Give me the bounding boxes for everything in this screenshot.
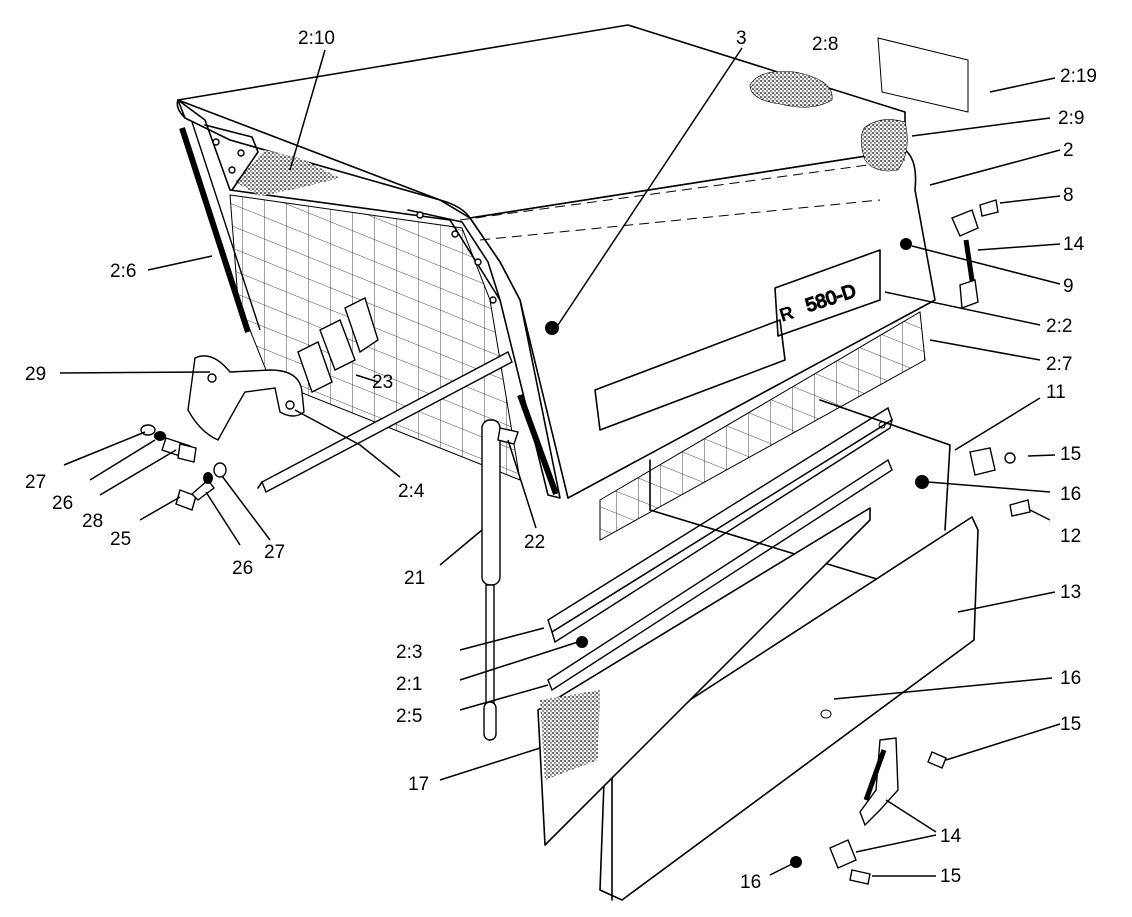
label-16-lower: 16 [1060, 668, 1081, 689]
label-23: 23 [372, 372, 393, 393]
label-11: 11 [1046, 382, 1066, 403]
label-16-bottom: 16 [740, 872, 761, 893]
insulation-pad [537, 507, 871, 846]
label-2-9: 2:9 [1058, 108, 1084, 129]
callout-labels: 2:10 3 2:8 2:19 2:9 2 8 14 9 2:6 2:2 2:7… [25, 28, 1097, 893]
hood-cover: R 580-D [176, 24, 969, 541]
label-28: 28 [82, 511, 103, 532]
label-16-right: 16 [1060, 484, 1081, 505]
hinge-bracket [187, 355, 305, 441]
label-9: 9 [1063, 276, 1074, 297]
label-15-lower: 15 [1060, 714, 1081, 735]
label-2-3: 2:3 [396, 642, 422, 663]
label-15-right: 15 [1060, 444, 1081, 465]
label-22: 22 [524, 532, 545, 553]
label-14-upper: 14 [1063, 234, 1085, 255]
hood-bracket [297, 297, 379, 393]
label-2-8: 2:8 [812, 34, 838, 55]
label-15-bottom: 15 [940, 866, 961, 887]
emblem-prefix: R [777, 302, 797, 326]
fastener-cluster-left [140, 424, 227, 511]
label-2-19: 2:19 [1060, 66, 1097, 87]
label-13: 13 [1060, 582, 1081, 603]
label-2-6: 2:6 [110, 261, 136, 282]
leader-lines [59, 47, 1061, 877]
label-14-lower: 14 [940, 826, 962, 847]
label-8: 8 [1063, 185, 1074, 206]
label-27-mid: 27 [264, 542, 285, 563]
label-12: 12 [1060, 526, 1081, 547]
label-3: 3 [736, 28, 747, 49]
label-25: 25 [110, 529, 131, 550]
label-2: 2 [1063, 140, 1074, 161]
lower-rail [257, 351, 513, 493]
gas-strut [481, 419, 519, 741]
hood-nut [545, 321, 559, 335]
label-2-4: 2:4 [398, 481, 425, 502]
label-2-7: 2:7 [1046, 354, 1072, 375]
frame-rails [547, 399, 951, 692]
rubber-seal [179, 121, 559, 496]
label-2-10: 2:10 [298, 28, 335, 49]
latch-lower [790, 709, 947, 885]
label-26-mid: 26 [232, 558, 253, 579]
label-2-5: 2:5 [396, 706, 422, 727]
label-2-2: 2:2 [1046, 316, 1072, 337]
label-21: 21 [404, 568, 425, 589]
right-bracket [915, 447, 1031, 517]
label-29: 29 [25, 364, 46, 385]
label-26-left: 26 [52, 493, 73, 514]
latch-upper [900, 199, 999, 309]
label-2-1: 2:1 [396, 674, 422, 695]
label-27-left: 27 [25, 472, 46, 493]
label-17: 17 [408, 774, 429, 795]
